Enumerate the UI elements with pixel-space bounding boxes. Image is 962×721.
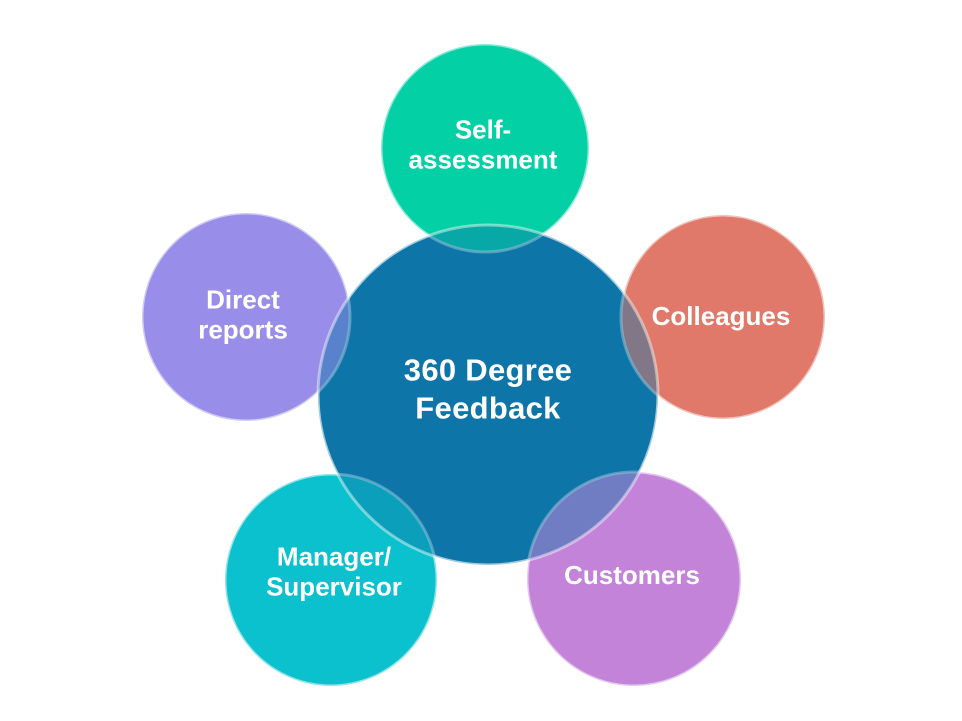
node-label-line: Supervisor [266, 572, 402, 602]
node-label-customers: Customers [564, 560, 700, 590]
node-circle-self-assessment [379, 42, 591, 254]
node-label-line: assessment [408, 145, 558, 175]
node-circle-direct-reports [140, 211, 352, 423]
node-label-line: Customers [564, 559, 700, 590]
node-label-colleagues: Colleagues [652, 301, 791, 331]
node-circle-customers [525, 470, 743, 688]
node-label-line: reports [198, 315, 288, 345]
center-label-line: Feedback [415, 391, 561, 426]
node-label-direct-reports: Direct reports [198, 285, 288, 346]
node-label-line: Direct [206, 284, 280, 315]
node-label-self-assessment: Self- assessment [409, 115, 558, 176]
node-label-line: Colleagues [651, 300, 791, 331]
node-circle-colleagues [619, 213, 827, 421]
center-circle-overlay [316, 223, 660, 567]
node-label-manager-supervisor: Manager/ Supervisor [266, 542, 402, 603]
node-label-line: Self- [454, 114, 512, 145]
node-circle-manager-supervisor [223, 472, 439, 688]
node-label-line: Manager/ [276, 541, 392, 572]
center-label: 360 Degree Feedback [404, 352, 572, 429]
center-label-line: 360 Degree [403, 352, 573, 388]
